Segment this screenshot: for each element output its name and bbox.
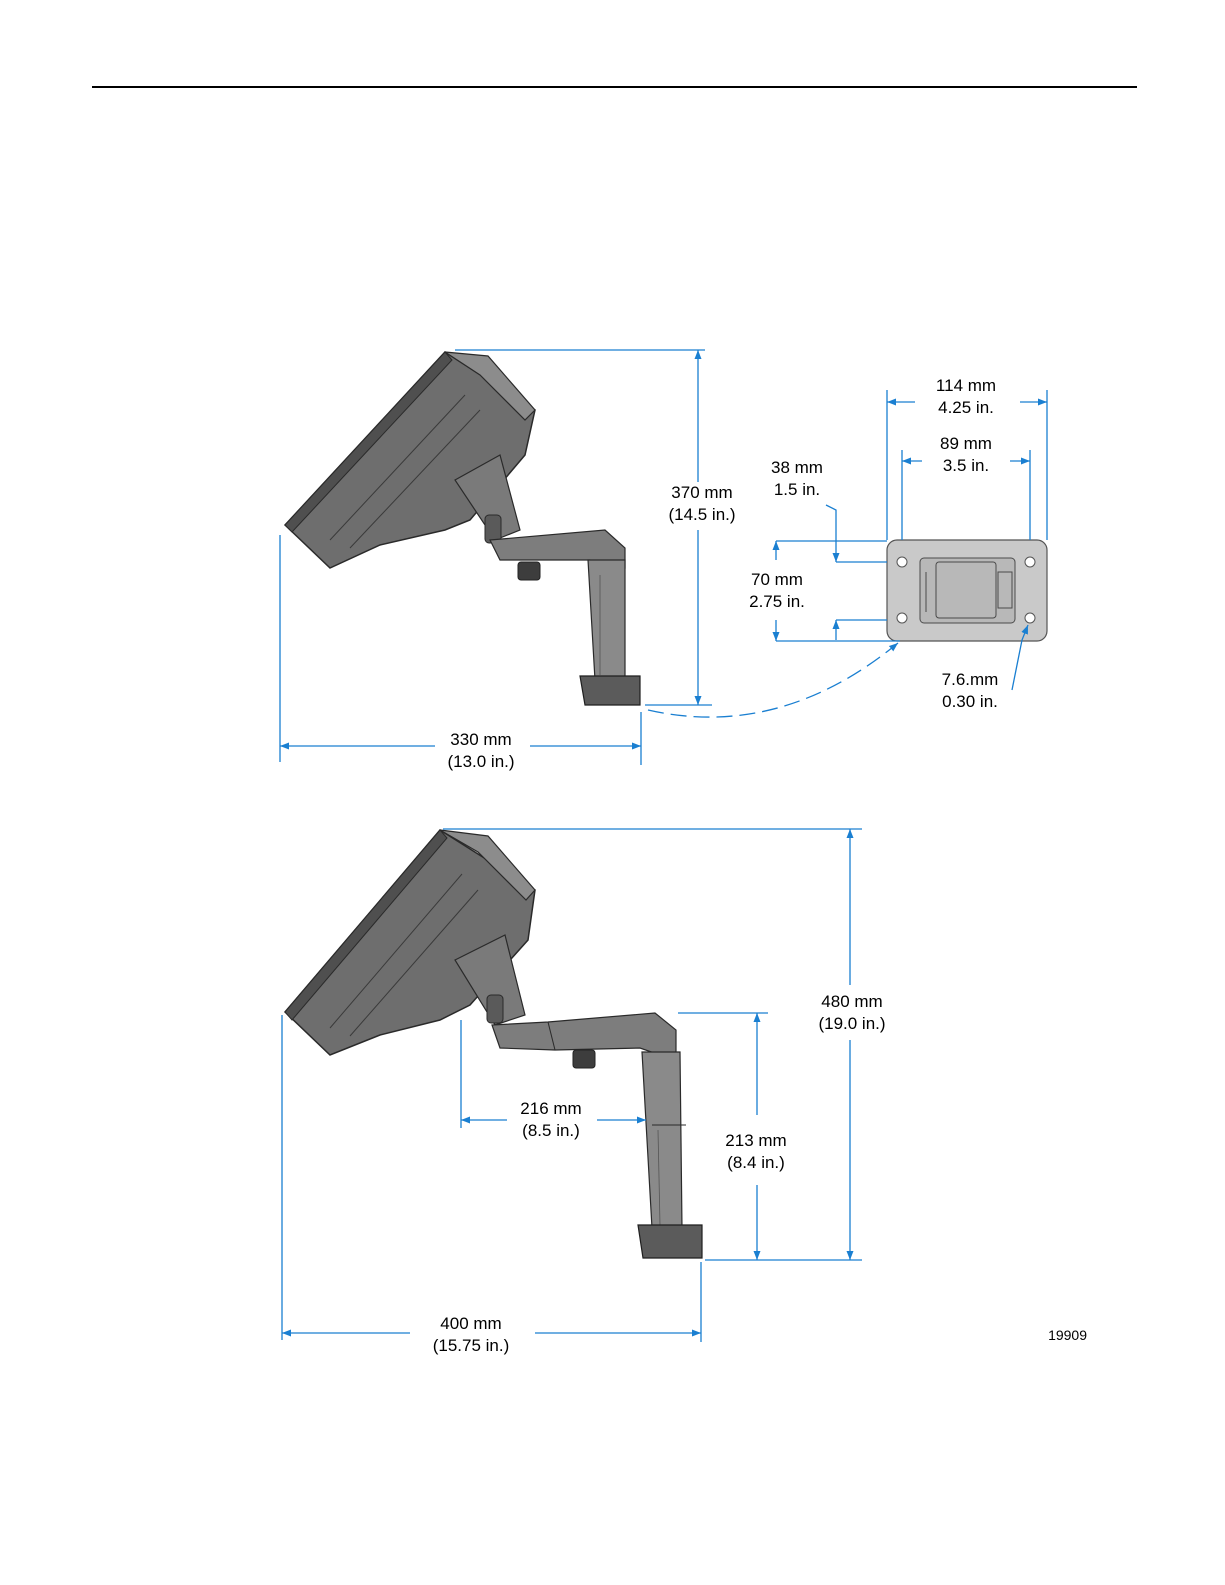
top-depth-mm: 330 mm: [450, 730, 511, 749]
hole-spacing-y-mm: 70 mm: [751, 570, 803, 589]
support-foot: [580, 676, 640, 705]
mounting-hole: [897, 613, 907, 623]
top-height-in: (14.5 in.): [668, 505, 735, 524]
hole-spacing-x-mm: 89 mm: [940, 434, 992, 453]
bottom-height-in: (19.0 in.): [818, 1014, 885, 1033]
support-pole: [642, 1052, 682, 1228]
terminal-top-view: [285, 352, 640, 705]
support-foot: [638, 1225, 702, 1258]
bottom-depth-in: (15.75 in.): [433, 1336, 510, 1355]
arm-reach-mm: 216 mm: [520, 1099, 581, 1118]
hole-spacing-x-in: 3.5 in.: [943, 456, 989, 475]
bottom-height-mm: 480 mm: [821, 992, 882, 1011]
plate-width-mm: 114 mm: [936, 376, 996, 395]
support-arm: [492, 1013, 676, 1055]
bottom-depth-mm: 400 mm: [440, 1314, 501, 1333]
plate-width-in: 4.25 in.: [938, 398, 994, 417]
hole-spacing-y-in: 2.75 in.: [749, 592, 805, 611]
mounting-hole: [1025, 557, 1035, 567]
pole-height-in: (8.4 in.): [727, 1153, 785, 1172]
arm-reach-in: (8.5 in.): [522, 1121, 580, 1140]
support-pole: [588, 560, 625, 680]
edge-offset-mm: 38 mm: [771, 458, 823, 477]
edge-offset-in: 1.5 in.: [774, 480, 820, 499]
figure-id: 19909: [1048, 1327, 1087, 1343]
mounting-hole: [897, 557, 907, 567]
mounting-hole: [1025, 613, 1035, 623]
hole-diameter-in: 0.30 in.: [942, 692, 998, 711]
hole-diameter-mm: 7.6.mm: [942, 670, 999, 689]
base-plate: [887, 540, 1047, 641]
pole-height-mm: 213 mm: [725, 1131, 786, 1150]
top-depth-in: (13.0 in.): [447, 752, 514, 771]
top-height-mm: 370 mm: [671, 483, 732, 502]
bottom-view-dimensions: [282, 829, 862, 1342]
terminal-bottom-view: [285, 830, 702, 1258]
